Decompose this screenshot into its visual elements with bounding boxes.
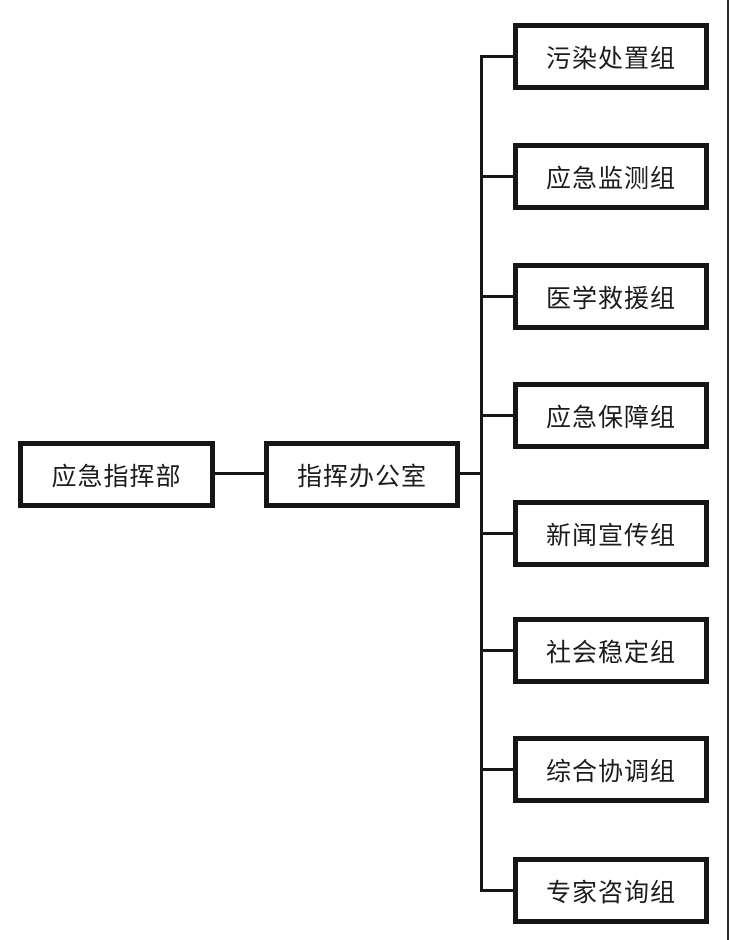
node-label: 应急监测组 [545,165,676,193]
node-command-office: 指挥办公室 [264,441,460,508]
node-label: 新闻宣传组 [545,522,676,550]
node-label: 综合协调组 [545,758,676,786]
node-label: 指挥办公室 [296,463,427,491]
node-medical-rescue-group: 医学救援组 [513,263,709,330]
node-label: 应急指挥部 [51,463,182,491]
node-expert-consultation-group: 专家咨询组 [513,857,709,924]
connector-stub [481,532,513,535]
node-label: 应急保障组 [545,404,676,432]
node-social-stability-group: 社会稳定组 [513,617,709,684]
connector-stub [481,649,513,652]
node-label: 医学救援组 [545,285,676,313]
node-label: 污染处置组 [545,45,676,73]
node-emergency-monitoring-group: 应急监测组 [513,143,709,210]
node-emergency-command: 应急指挥部 [18,441,215,508]
connector-stub [481,175,513,178]
connector-spine [480,55,483,892]
connector-office-spine [460,472,481,475]
node-emergency-support-group: 应急保障组 [513,382,709,449]
connector-stub [481,295,513,298]
connector-root-office [215,472,264,475]
connector-stub [481,55,513,58]
connector-stub [481,768,513,771]
connector-stub [481,414,513,417]
page-edge-line [727,0,729,940]
node-pollution-disposal-group: 污染处置组 [513,23,709,90]
node-news-publicity-group: 新闻宣传组 [513,500,709,567]
node-label: 专家咨询组 [545,879,676,907]
node-label: 社会稳定组 [545,639,676,667]
connector-stub [481,889,513,892]
node-comprehensive-coordination-group: 综合协调组 [513,736,709,803]
